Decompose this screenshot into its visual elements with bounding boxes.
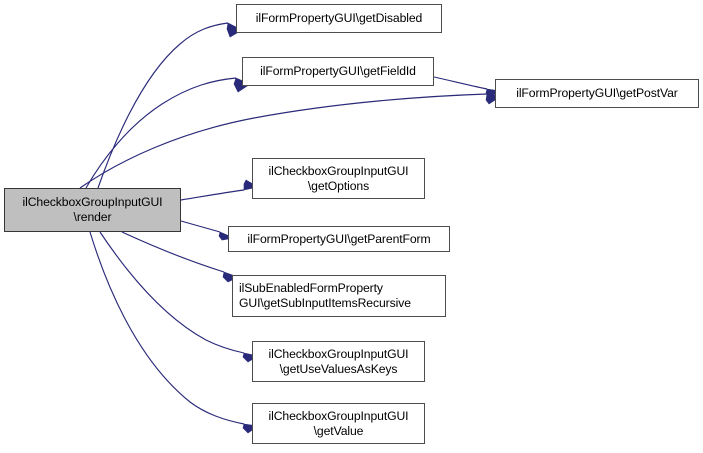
graph-node-getPostVar[interactable]: ilFormPropertyGUI\getPostVar [495, 79, 699, 108]
graph-node-label-getUseValuesAsKeys: ilCheckboxGroupInputGUI \getUseValuesAsK… [268, 346, 409, 376]
graph-node-getFieldId[interactable]: ilFormPropertyGUI\getFieldId [242, 57, 434, 86]
graph-node-getSubInputItemsRecursive[interactable]: ilSubEnabledFormProperty GUI\getSubInput… [232, 275, 446, 317]
graph-node-getValue[interactable]: ilCheckboxGroupInputGUI \getValue [252, 403, 425, 444]
graph-node-label-getDisabled: ilFormPropertyGUI\getDisabled [255, 11, 423, 26]
graph-node-getUseValuesAsKeys[interactable]: ilCheckboxGroupInputGUI \getUseValuesAsK… [252, 341, 425, 382]
edge-getFieldId-to-getPostVar [433, 76, 488, 90]
edge-render-to-getDisabled [97, 22, 229, 189]
graph-node-render[interactable]: ilCheckboxGroupInputGUI \render [4, 188, 181, 232]
graph-node-label-getParentForm: ilFormPropertyGUI\getParentForm [247, 231, 431, 246]
graph-node-label-getOptions: ilCheckboxGroupInputGUI \getOptions [268, 163, 409, 193]
graph-node-getDisabled[interactable]: ilFormPropertyGUI\getDisabled [236, 4, 442, 33]
graph-node-label-getValue: ilCheckboxGroupInputGUI \getValue [268, 408, 409, 438]
edge-render-to-getPostVar [79, 93, 488, 189]
edge-render-to-getUseValuesAsKeys [99, 231, 245, 354]
edge-render-to-getFieldId [85, 77, 237, 189]
graph-node-getOptions[interactable]: ilCheckboxGroupInputGUI \getOptions [252, 158, 425, 199]
edge-render-to-getOptions [180, 189, 245, 201]
graph-node-label-getFieldId: ilFormPropertyGUI\getFieldId [260, 64, 416, 79]
edge-render-to-getValue [89, 231, 245, 425]
graph-node-getParentForm[interactable]: ilFormPropertyGUI\getParentForm [228, 226, 450, 252]
edge-render-to-getParentForm [180, 220, 221, 233]
graph-node-label-render: ilCheckboxGroupInputGUI \render [22, 195, 163, 224]
edge-render-to-getSubInputItemsRecursive [121, 231, 225, 273]
graph-node-label-getSubInputItemsRecursive: ilSubEnabledFormProperty GUI\getSubInput… [239, 281, 411, 310]
graph-node-label-getPostVar: ilFormPropertyGUI\getPostVar [516, 86, 678, 101]
